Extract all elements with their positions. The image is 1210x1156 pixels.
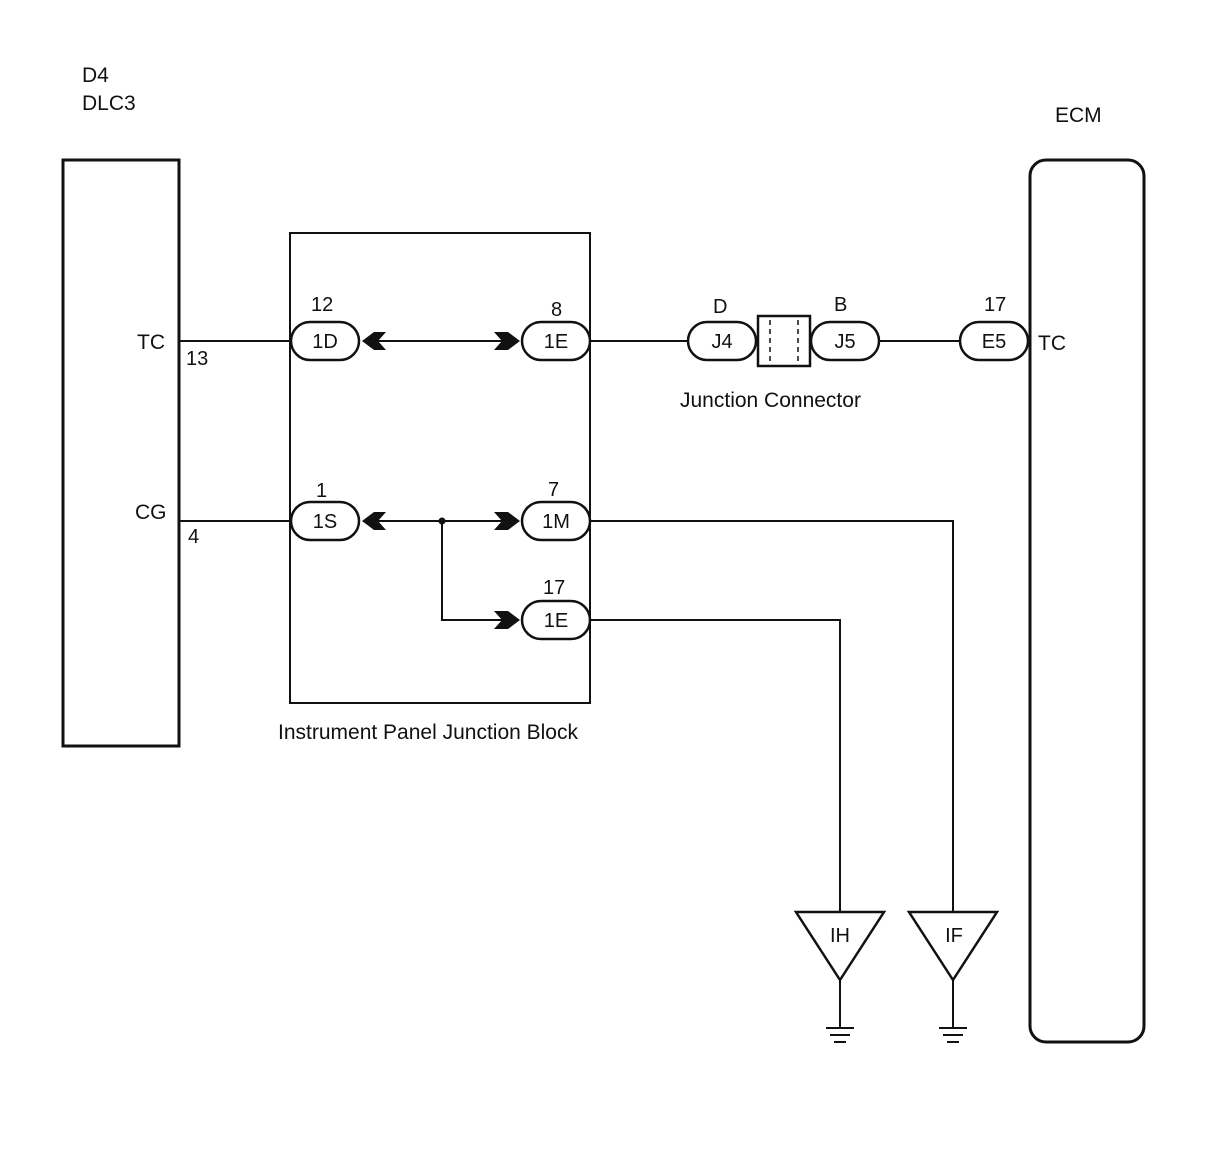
connector-1d xyxy=(289,320,361,362)
ground-point-ih xyxy=(793,910,887,983)
ecm-tc-label: TC xyxy=(1038,332,1066,355)
conn-j5-label: J5 xyxy=(834,331,855,353)
ground-ih-symbol xyxy=(826,1027,854,1043)
conn-1d-label: 1D xyxy=(312,331,338,353)
arrow-right-1e-bottom xyxy=(494,611,520,629)
conn-1m-label: 1M xyxy=(542,511,570,533)
connector-j4 xyxy=(686,320,758,362)
conn-1s-label: 1S xyxy=(313,511,337,533)
conn-j4-pin-letter: D xyxy=(713,296,727,318)
junction-block-title: Instrument Panel Junction Block xyxy=(278,721,578,744)
conn-1e-top-pin-number: 8 xyxy=(551,299,562,321)
conn-1e-bottom-pin-number: 17 xyxy=(543,577,565,599)
ecm-body xyxy=(1028,158,1146,1044)
conn-j5-pin-letter: B xyxy=(834,294,847,316)
junction-connector-title: Junction Connector xyxy=(680,389,861,412)
arrow-left-1d xyxy=(362,332,386,350)
conn-1s-pin-number: 1 xyxy=(316,480,327,502)
wire-1m-to-ground-if xyxy=(590,520,954,912)
arrow-right-1m xyxy=(494,512,520,530)
connector-1s xyxy=(289,500,361,542)
ground-if-symbol xyxy=(939,1027,967,1043)
dlc3-name: DLC3 xyxy=(82,92,136,115)
connector-1e-top xyxy=(520,320,592,362)
wire-internal-branch-1e xyxy=(441,521,506,621)
wire-1e-to-ground-ih xyxy=(590,619,841,912)
conn-1d-pin-number: 12 xyxy=(311,294,333,316)
ground-point-if xyxy=(906,910,1000,983)
connector-e5 xyxy=(958,320,1030,362)
connector-1e-bottom xyxy=(520,599,592,641)
connector-j5 xyxy=(809,320,881,362)
conn-1m-pin-number: 7 xyxy=(548,479,559,501)
conn-1e-bottom-label: 1E xyxy=(544,610,568,632)
junction-connector-body xyxy=(756,314,812,368)
ecm-name: ECM xyxy=(1055,104,1102,127)
ground-ih-label: IH xyxy=(830,925,850,947)
dlc3-cg-pin-number: 4 xyxy=(188,526,199,548)
dlc3-ref: D4 xyxy=(82,64,109,87)
conn-1e-top-label: 1E xyxy=(544,331,568,353)
junction-block-body xyxy=(289,232,591,704)
arrow-right-1e-top xyxy=(494,332,520,350)
dlc3-tc-label: TC xyxy=(137,331,165,354)
conn-e5-label: E5 xyxy=(982,331,1006,353)
splice-point xyxy=(438,517,446,525)
dlc3-body xyxy=(61,158,181,748)
conn-e5-pin-number: 17 xyxy=(984,294,1006,316)
connector-1m xyxy=(520,500,592,542)
arrow-left-1s xyxy=(362,512,386,530)
dlc3-cg-label: CG xyxy=(135,501,167,524)
conn-j4-label: J4 xyxy=(711,331,732,353)
ground-if-label: IF xyxy=(945,925,963,947)
dlc3-tc-pin-number: 13 xyxy=(186,348,208,370)
